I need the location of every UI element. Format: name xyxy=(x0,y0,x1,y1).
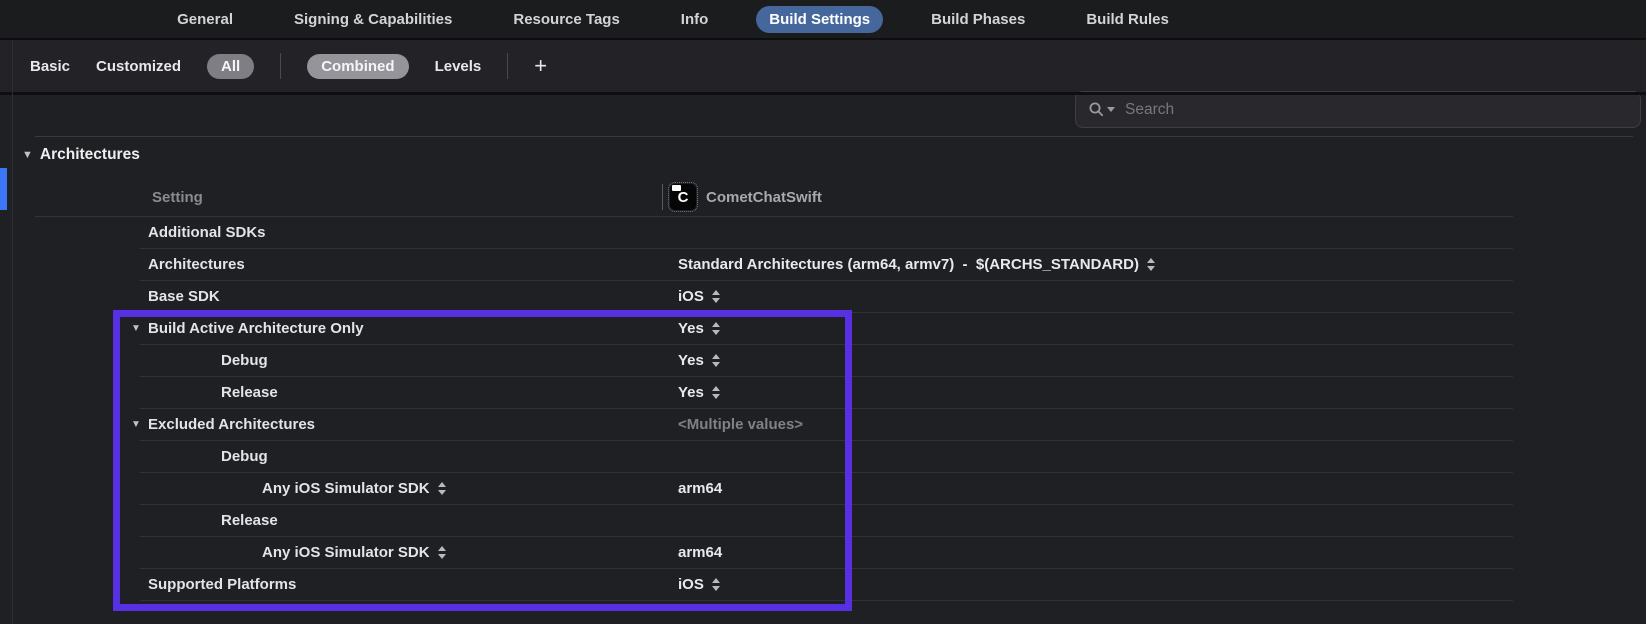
setting-row-release[interactable]: Release xyxy=(0,505,1513,537)
setting-row-build-active-architecture-only[interactable]: ▼ Build Active Architecture Only Yes xyxy=(0,313,1513,345)
target-name: CometChatSwift xyxy=(706,188,822,206)
stepper-icon[interactable] xyxy=(437,546,446,559)
target-cell[interactable]: C CometChatSwift xyxy=(662,182,822,212)
toolbar-divider xyxy=(0,92,1646,95)
setting-row-excluded-architectures[interactable]: ▼ Excluded Architectures <Multiple values> xyxy=(0,409,1513,441)
setting-value[interactable]: Yes xyxy=(678,384,720,401)
setting-label: Architectures xyxy=(148,256,245,273)
setting-row-additional-sdks[interactable]: Additional SDKs xyxy=(0,217,1513,249)
setting-label: Debug xyxy=(221,448,268,465)
setting-label: Release xyxy=(221,512,278,529)
add-build-setting-button[interactable]: + xyxy=(534,53,548,78)
project-editor-tab-bar: General Signing & Capabilities Resource Ta… xyxy=(0,0,1646,38)
setting-label: Excluded Architectures xyxy=(148,416,315,433)
setting-row-debug[interactable]: Debug Yes xyxy=(0,345,1513,377)
chevron-down-icon xyxy=(1107,107,1115,112)
setting-label: Supported Platforms xyxy=(148,576,297,593)
filter-group: Basic Customized All Combined Levels + xyxy=(30,40,547,92)
setting-row-base-sdk[interactable]: Base SDK iOS xyxy=(0,281,1513,313)
tabbar-divider xyxy=(0,38,1646,40)
filter-basic[interactable]: Basic xyxy=(30,57,71,75)
search-input[interactable]: Search xyxy=(1075,91,1641,128)
filter-all[interactable]: All xyxy=(207,53,255,79)
setting-value[interactable]: <Multiple values> xyxy=(678,416,804,433)
tab-build-settings[interactable]: Build Settings xyxy=(756,5,884,33)
setting-label: Release xyxy=(221,384,278,401)
stepper-icon[interactable] xyxy=(1146,258,1155,271)
setting-label: Any iOS Simulator SDK xyxy=(262,480,446,497)
filter-combined[interactable]: Combined xyxy=(307,53,409,79)
section-architectures[interactable]: ▼ Architectures xyxy=(22,146,140,164)
setting-row-supported-platforms[interactable]: Supported Platforms iOS xyxy=(0,569,1513,601)
disclosure-triangle-icon[interactable]: ▼ xyxy=(22,149,33,161)
setting-label: Additional SDKs xyxy=(148,224,266,241)
disclosure-triangle-icon[interactable]: ▼ xyxy=(131,419,141,430)
setting-row-release[interactable]: Release Yes xyxy=(0,377,1513,409)
tab-build-phases[interactable]: Build Phases xyxy=(931,10,1026,28)
table-column-header: Setting C CometChatSwift xyxy=(0,177,1513,217)
column-header-setting: Setting xyxy=(152,189,203,206)
tab-strip: General Signing & Capabilities Resource Ta… xyxy=(164,5,1182,33)
tab-info[interactable]: Info xyxy=(680,10,709,28)
toolbar-separator xyxy=(507,53,509,79)
tab-signing-capabilities[interactable]: Signing & Capabilities xyxy=(294,10,453,28)
search-icon xyxy=(1089,102,1104,117)
tab-general[interactable]: General xyxy=(177,10,233,28)
build-settings-filter-bar: Basic Customized All Combined Levels + S… xyxy=(0,40,1646,128)
filter-levels[interactable]: Levels xyxy=(434,57,482,75)
setting-value[interactable]: Standard Architectures (arm64, armv7) - … xyxy=(678,256,1155,273)
setting-row-any-ios-simulator-sdk[interactable]: Any iOS Simulator SDK arm64 xyxy=(0,537,1513,569)
stepper-icon[interactable] xyxy=(711,386,720,399)
setting-label: Any iOS Simulator SDK xyxy=(262,544,446,561)
section-divider xyxy=(35,136,1633,137)
setting-value[interactable]: iOS xyxy=(678,576,720,593)
setting-row-any-ios-simulator-sdk[interactable]: Any iOS Simulator SDK arm64 xyxy=(0,473,1513,505)
setting-row-debug[interactable]: Debug xyxy=(0,441,1513,473)
scroll-accent-strip xyxy=(0,168,7,210)
stepper-icon[interactable] xyxy=(711,322,720,335)
cometchat-target-icon: C xyxy=(668,182,698,212)
setting-value[interactable]: Yes xyxy=(678,352,720,369)
setting-value[interactable]: iOS xyxy=(678,288,720,305)
tab-build-rules[interactable]: Build Rules xyxy=(1086,10,1169,28)
tab-resource-tags[interactable]: Resource Tags xyxy=(513,10,620,28)
section-title: Architectures xyxy=(39,146,140,163)
search-placeholder: Search xyxy=(1125,100,1175,118)
setting-value[interactable]: Yes xyxy=(678,320,720,337)
stepper-icon[interactable] xyxy=(711,578,720,591)
filter-customized[interactable]: Customized xyxy=(96,57,182,75)
column-cursor-line xyxy=(662,184,663,210)
stepper-icon[interactable] xyxy=(437,482,446,495)
setting-row-architectures[interactable]: Architectures Standard Architectures (arm… xyxy=(0,249,1513,281)
setting-label: Base SDK xyxy=(148,288,220,305)
pane-edge-line xyxy=(12,40,13,624)
setting-label: Debug xyxy=(221,352,268,369)
stepper-icon[interactable] xyxy=(711,290,720,303)
setting-value[interactable]: arm64 xyxy=(678,544,723,561)
disclosure-triangle-icon[interactable]: ▼ xyxy=(131,323,141,334)
setting-label: Build Active Architecture Only xyxy=(148,320,364,337)
setting-value[interactable]: arm64 xyxy=(678,480,723,497)
stepper-icon[interactable] xyxy=(711,354,720,367)
toolbar-separator xyxy=(280,53,282,79)
